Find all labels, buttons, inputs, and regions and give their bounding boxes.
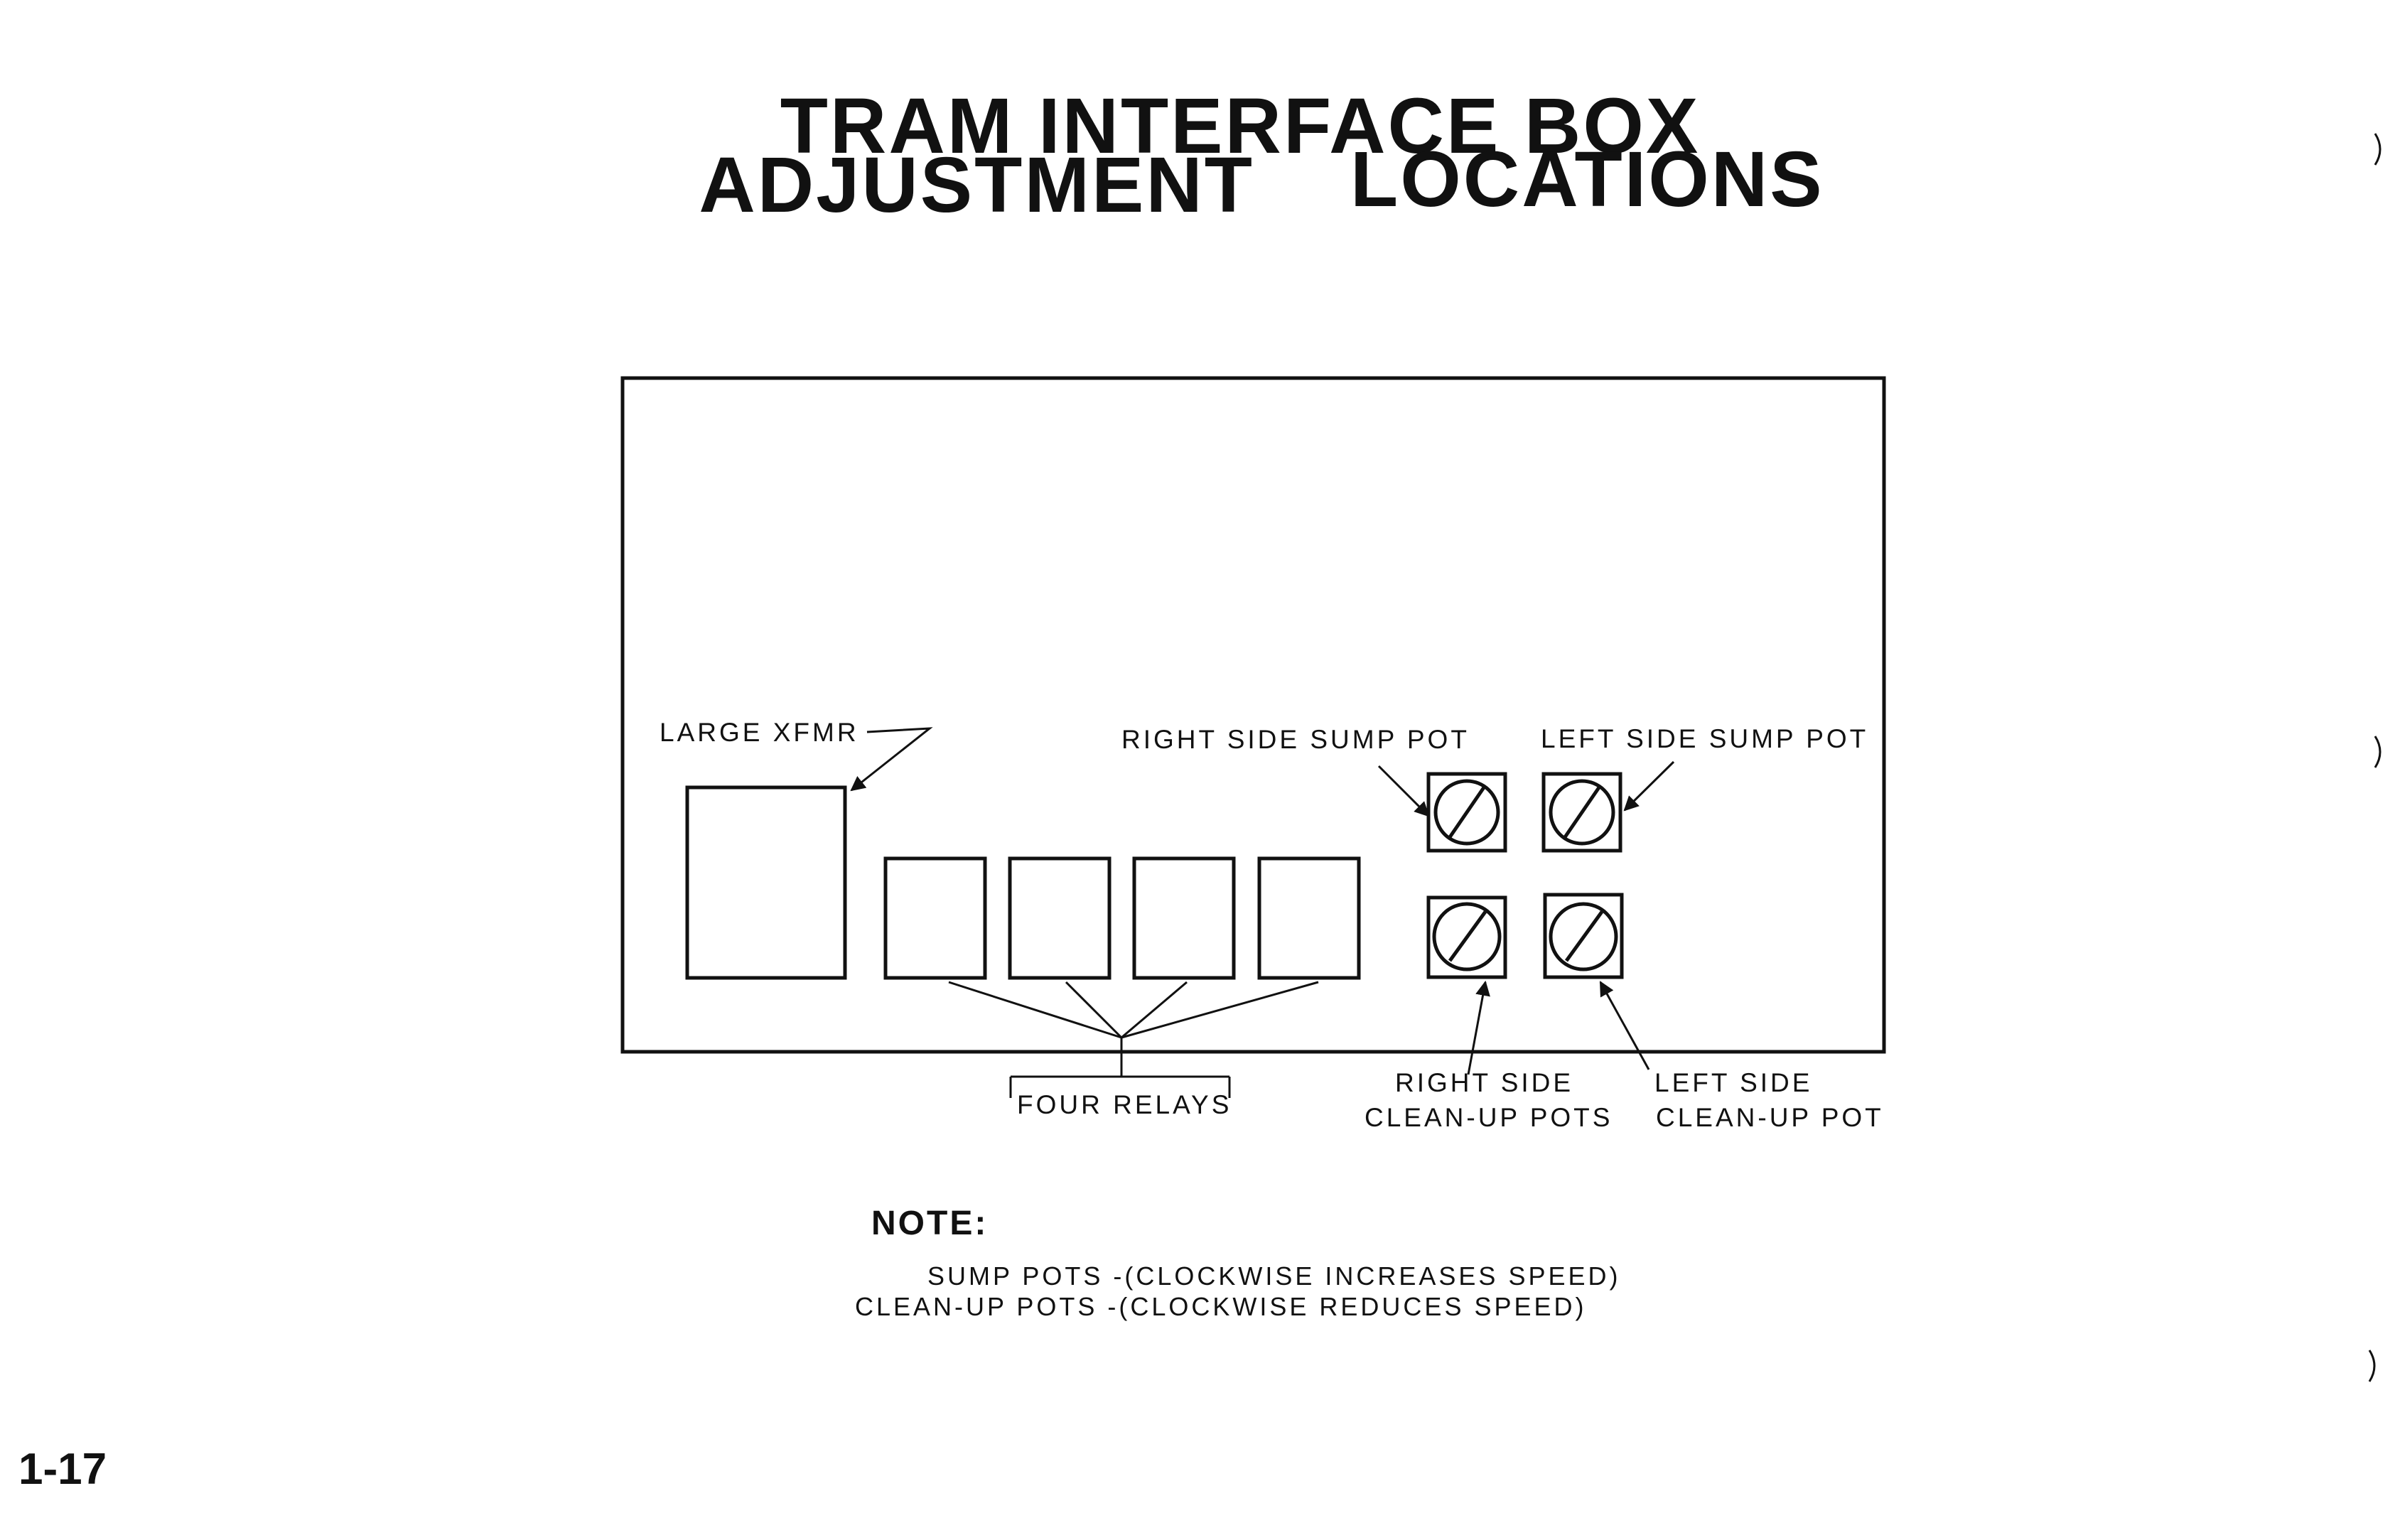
right-side-cleanup-label-line1: RIGHT SIDE [1395, 1068, 1573, 1097]
page-number: 1-17 [18, 1445, 107, 1494]
left-side-sump-pot [1541, 772, 1622, 853]
right-side-cleanup-label-line2: CLEAN-UP POTS [1365, 1103, 1613, 1132]
left-side-cleanup-arrow [1599, 981, 1650, 1070]
large-xfmr-arrow [850, 727, 933, 792]
scan-margin-marks [2368, 133, 2381, 1382]
interface-box-outline [620, 376, 1886, 1054]
left-side-cleanup-label-line2: CLEAN-UP POT [1656, 1103, 1884, 1132]
relay-2 [1008, 856, 1112, 980]
note-cleanup: CLEAN-UP POTS -(CLOCKWISE REDUCES SPEED) [855, 1292, 1586, 1321]
left-side-sump-pot-arrow [1623, 760, 1675, 812]
four-relays-label: FOUR RELAYS [1017, 1090, 1232, 1119]
large-xfmr [685, 785, 847, 980]
left-side-cleanup-pot [1543, 893, 1624, 979]
relay-4 [1257, 856, 1361, 980]
right-side-cleanup-arrow [1467, 980, 1490, 1075]
left-side-sump-pot-label: LEFT SIDE SUMP POT [1541, 724, 1868, 753]
title-line-2-right: LOCATIONS [1350, 136, 1824, 223]
right-side-sump-pot-label: RIGHT SIDE SUMP POT [1121, 725, 1470, 754]
note-sump: SUMP POTS -(CLOCKWISE INCREASES SPEED) [927, 1261, 1620, 1291]
large-xfmr-label: LARGE XFMR [660, 718, 859, 747]
relay-1 [883, 856, 987, 980]
title-line-1: TRAM INTERFACE BOX [780, 82, 1701, 170]
note-heading: NOTE: [871, 1205, 988, 1242]
right-side-sump-pot-arrow [1377, 765, 1430, 817]
relay-3 [1132, 856, 1236, 980]
four-relays-leaders [948, 981, 1319, 1098]
title-line-2-left: ADJUSTMENT [699, 141, 1254, 229]
left-side-cleanup-label-line1: LEFT SIDE [1654, 1068, 1812, 1097]
right-side-sump-pot [1426, 772, 1507, 853]
right-side-cleanup-pot [1426, 895, 1507, 979]
